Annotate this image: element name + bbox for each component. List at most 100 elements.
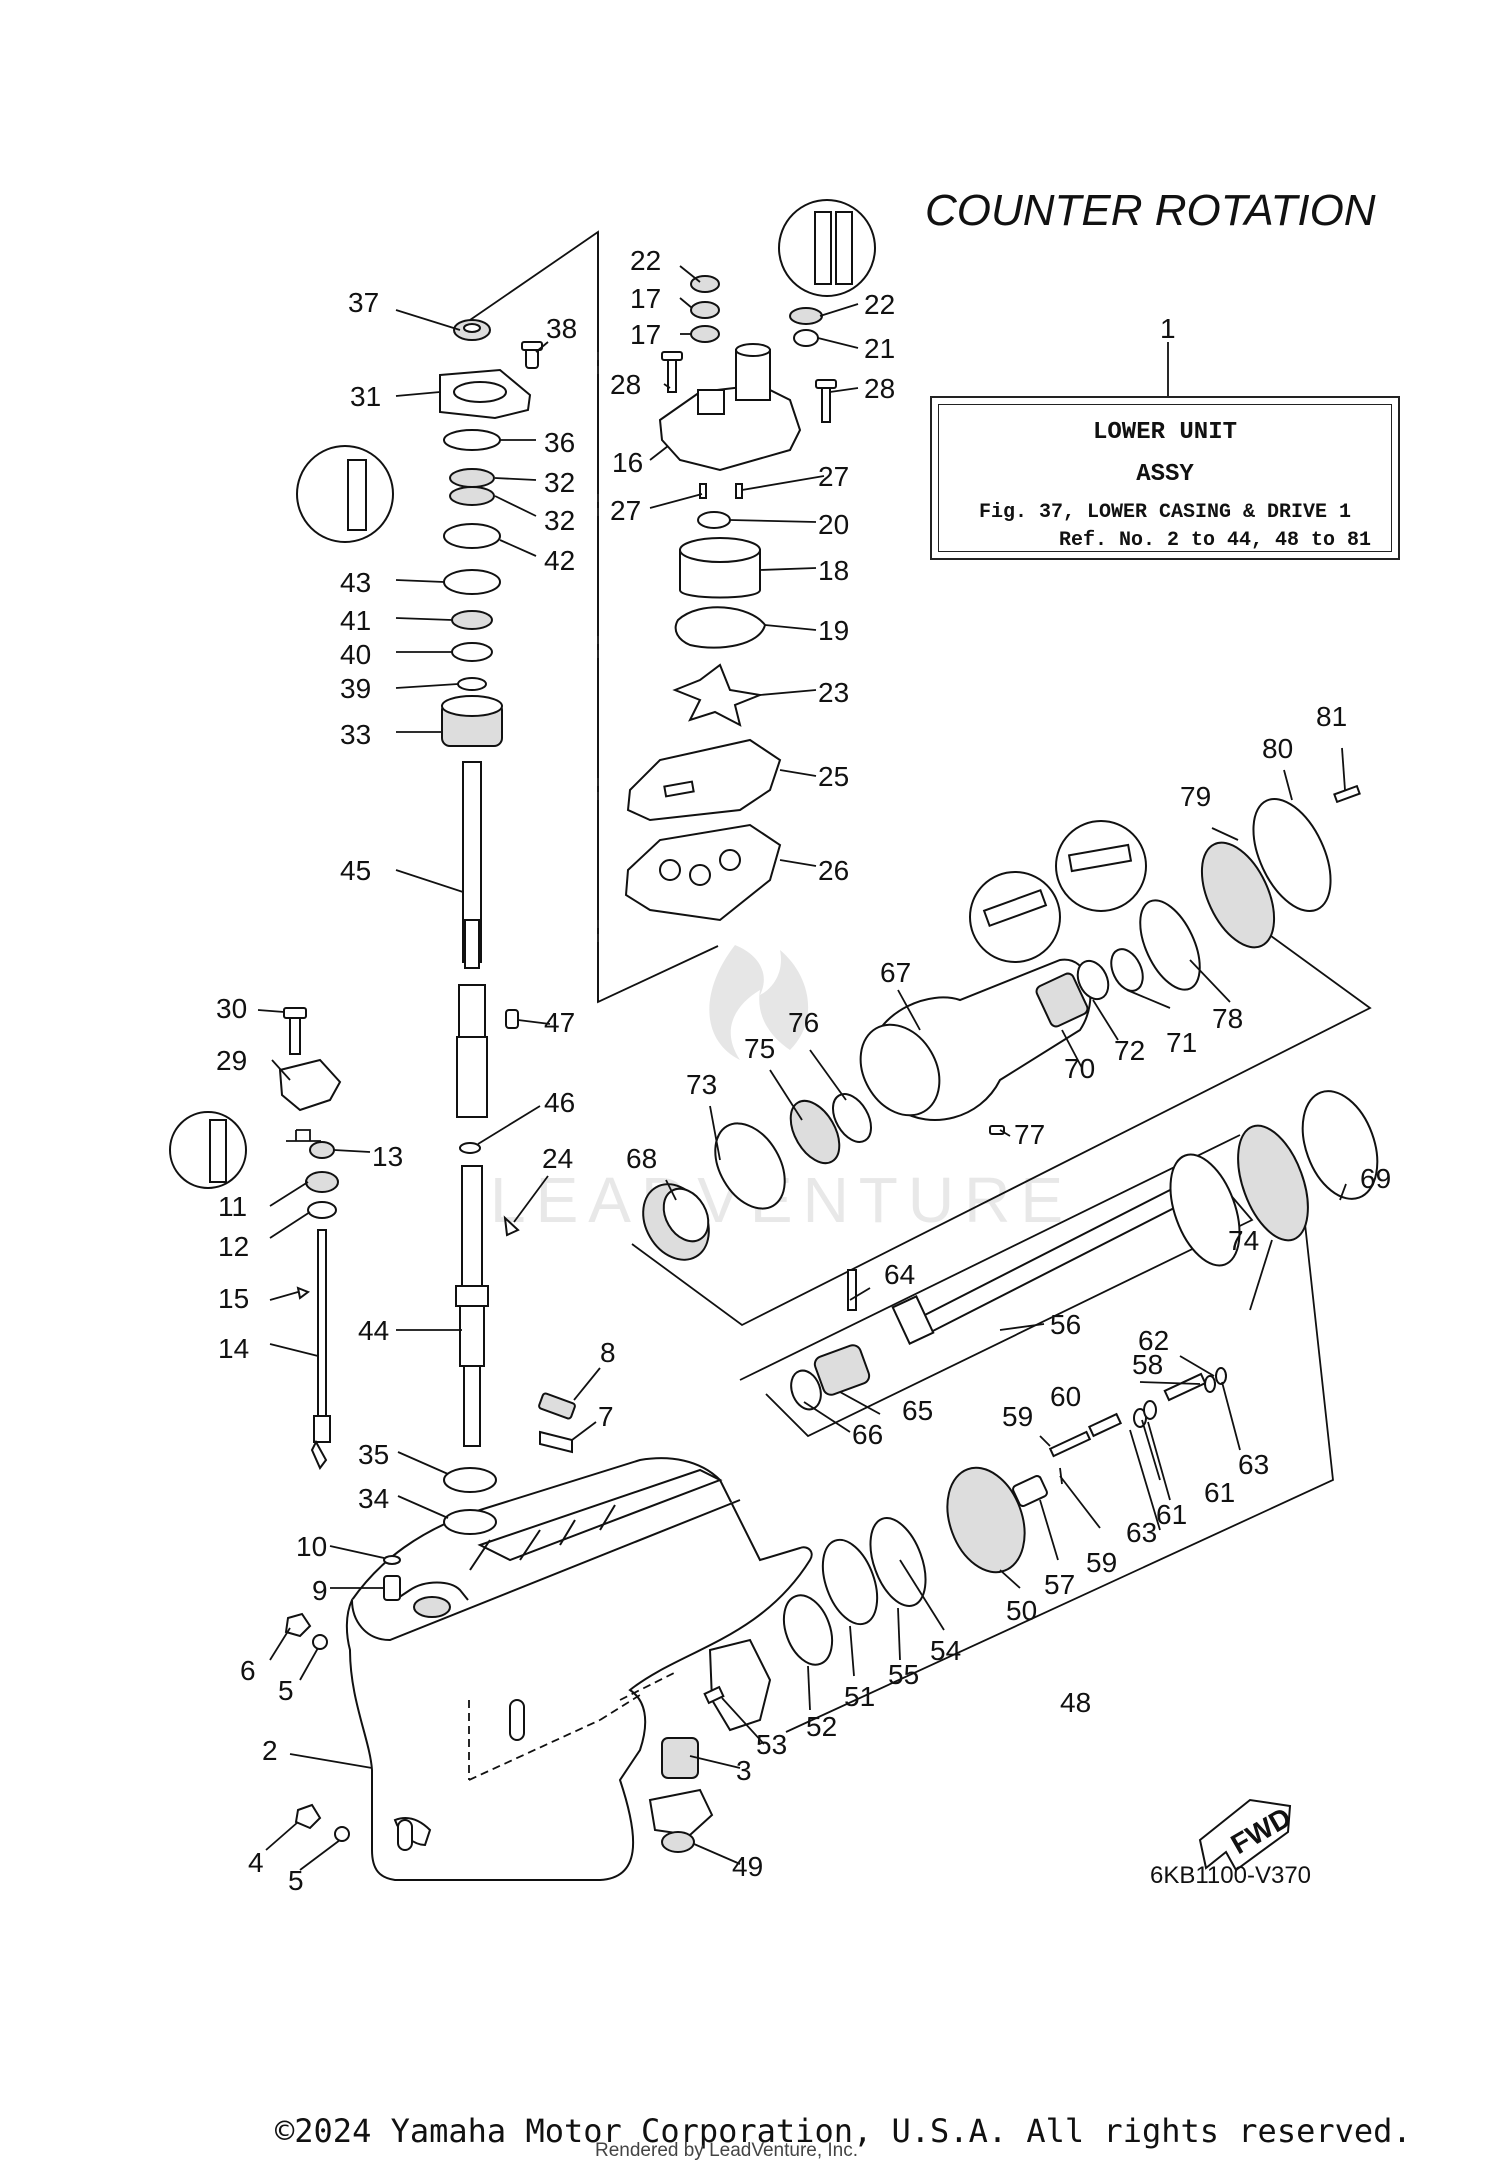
callout-c54: 54 — [930, 1635, 961, 1666]
callout-c23: 23 — [818, 677, 849, 708]
callout-c27a: 27 — [610, 495, 641, 526]
callout-c17a: 17 — [630, 283, 661, 314]
callout-c22a: 22 — [630, 245, 661, 276]
callout-c48: 48 — [1060, 1687, 1091, 1718]
callout-c12: 12 — [218, 1231, 249, 1262]
callout-c14: 14 — [218, 1333, 249, 1364]
reference-box: LOWER UNIT ASSY Fig. 37, LOWER CASING & … — [930, 396, 1400, 560]
callout-c1: 1 — [1160, 313, 1176, 344]
callout-c20: 20 — [818, 509, 849, 540]
callout-c29: 29 — [216, 1045, 247, 1076]
callout-c52: 52 — [806, 1711, 837, 1742]
callout-c69: 69 — [1360, 1163, 1391, 1194]
callout-c4: 4 — [248, 1847, 264, 1878]
callout-c67: 67 — [880, 957, 911, 988]
callout-c43: 43 — [340, 567, 371, 598]
callout-c76: 76 — [788, 1007, 819, 1038]
callout-c77: 77 — [1014, 1119, 1045, 1150]
fwd-arrow: FWD — [1198, 1798, 1296, 1872]
reference-box-inner: LOWER UNIT ASSY Fig. 37, LOWER CASING & … — [938, 404, 1392, 552]
ref-line-4: Ref. No. 2 to 44, 48 to 81 — [1059, 529, 1372, 552]
callout-c47: 47 — [544, 1007, 575, 1038]
callout-c39: 39 — [340, 673, 371, 704]
ref-line-2: ASSY — [1136, 461, 1194, 488]
rendered-by-credit: Rendered by LeadVenture, Inc. — [595, 2140, 859, 2161]
callout-c5a: 5 — [278, 1675, 294, 1706]
callout-c10: 10 — [296, 1531, 327, 1562]
lower-casing — [345, 1457, 813, 1881]
callout-c15: 15 — [218, 1283, 249, 1314]
callout-c71: 71 — [1166, 1027, 1197, 1058]
callout-c51: 51 — [844, 1681, 875, 1712]
propeller-shaft-housing-group — [642, 784, 1361, 1261]
callout-c44: 44 — [358, 1315, 389, 1346]
callout-c3: 3 — [736, 1755, 752, 1786]
callout-c2: 2 — [262, 1735, 278, 1766]
shift-rod-assembly — [278, 1007, 401, 1842]
callout-c36: 36 — [544, 427, 575, 458]
callout-c50: 50 — [1006, 1595, 1037, 1626]
copyright-notice: ©2024 Yamaha Motor Corporation, U.S.A. A… — [275, 2112, 1412, 2150]
callout-c80: 80 — [1262, 733, 1293, 764]
callout-c46: 46 — [544, 1087, 575, 1118]
detail-insets — [169, 199, 1147, 1189]
callout-c49: 49 — [732, 1851, 763, 1882]
callout-c24: 24 — [542, 1143, 573, 1174]
callout-c72: 72 — [1114, 1035, 1145, 1066]
leader-lines — [257, 265, 1347, 1871]
callout-c64: 64 — [884, 1259, 915, 1290]
callout-c62: 62 — [1138, 1325, 1169, 1356]
callout-c9: 9 — [312, 1575, 328, 1606]
callout-c22b: 22 — [864, 289, 895, 320]
callout-c68: 68 — [626, 1143, 657, 1174]
diagram-code: 6KB1100-V370 — [1150, 1862, 1312, 1889]
callout-c6: 6 — [240, 1655, 256, 1686]
callout-c27b: 27 — [818, 461, 849, 492]
callout-c61b: 61 — [1204, 1477, 1235, 1508]
callout-c16: 16 — [612, 447, 643, 478]
callout-c40: 40 — [340, 639, 371, 670]
callout-c13: 13 — [372, 1141, 403, 1172]
callout-c66: 66 — [852, 1419, 883, 1450]
callout-c73: 73 — [686, 1069, 717, 1100]
callout-c5b: 5 — [288, 1865, 304, 1896]
callout-c37: 37 — [348, 287, 379, 318]
callout-c63a: 63 — [1238, 1449, 1269, 1480]
callout-c25: 25 — [818, 761, 849, 792]
callout-c26: 26 — [818, 855, 849, 886]
callout-c55: 55 — [888, 1659, 919, 1690]
callout-c58: 58 — [1132, 1349, 1163, 1380]
callout-c78: 78 — [1212, 1003, 1243, 1034]
callout-c59b: 59 — [1086, 1547, 1117, 1578]
callout-c28a: 28 — [610, 369, 641, 400]
callout-c41: 41 — [340, 605, 371, 636]
callout-c60: 60 — [1050, 1381, 1081, 1412]
callout-c81: 81 — [1316, 701, 1347, 732]
callout-c57: 57 — [1044, 1569, 1075, 1600]
callout-c30: 30 — [216, 993, 247, 1024]
propeller-shaft-and-gears — [648, 1090, 1379, 1853]
callout-c33: 33 — [340, 719, 371, 750]
callout-c21: 21 — [864, 333, 895, 364]
drive-shaft-column — [439, 319, 576, 1535]
callout-c34: 34 — [358, 1483, 389, 1514]
callout-c63b: 63 — [1126, 1517, 1157, 1548]
callout-c32a: 32 — [544, 467, 575, 498]
callout-c61a: 61 — [1156, 1499, 1187, 1530]
callout-c17b: 17 — [630, 319, 661, 350]
callout-c8: 8 — [600, 1337, 616, 1368]
callout-c74: 74 — [1228, 1225, 1259, 1256]
callout-c19: 19 — [818, 615, 849, 646]
callout-c31: 31 — [350, 381, 381, 412]
callout-c56: 56 — [1050, 1309, 1081, 1340]
callout-c59a: 59 — [1002, 1401, 1033, 1432]
callout-c45: 45 — [340, 855, 371, 886]
callout-c35: 35 — [358, 1439, 389, 1470]
callout-c38: 38 — [546, 313, 577, 344]
callout-c18: 18 — [818, 555, 849, 586]
callout-c75: 75 — [744, 1033, 775, 1064]
water-pump — [624, 275, 837, 922]
callout-c53: 53 — [756, 1729, 787, 1760]
callout-c42: 42 — [544, 545, 575, 576]
